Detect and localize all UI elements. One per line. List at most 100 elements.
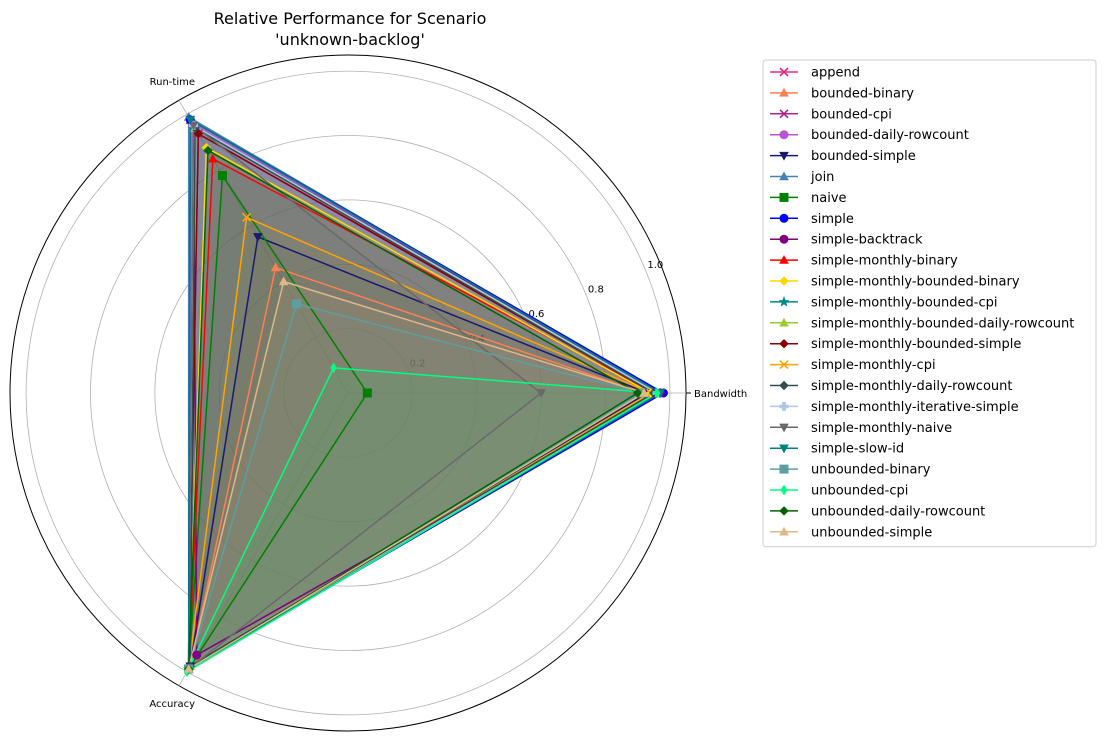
marker-unbounded-cpi-run-time — [330, 362, 337, 374]
legend-marker-simple-monthly-binary — [779, 255, 789, 264]
legend-marker-simple-monthly-bounded-binary — [779, 276, 789, 286]
legend-marker-simple-monthly-daily-rowcount — [779, 380, 789, 391]
r-tick-label-2: 0.6 — [528, 309, 544, 320]
legend-marker-simple — [779, 213, 789, 223]
legend-marker-unbounded-simple — [779, 526, 789, 536]
series-fill-unbounded-daily-rowcount — [188, 150, 638, 669]
legend-label-unbounded-daily-rowcount: unbounded-daily-rowcount — [811, 504, 985, 519]
legend-label-join: join — [810, 170, 834, 185]
series-fill-unbounded-binary — [188, 303, 641, 669]
series-fill-simple-monthly-bounded-simple — [188, 133, 654, 669]
series-fill-bounded-binary — [190, 267, 645, 667]
series-fill-unbounded-cpi — [187, 367, 658, 672]
legend-label-simple-monthly-bounded-binary: simple-monthly-bounded-binary — [811, 275, 1020, 290]
marker-simple-monthly-cpi-run-time — [242, 212, 252, 222]
series-lines — [186, 116, 665, 673]
legend-label-bounded-simple: bounded-simple — [811, 149, 916, 164]
series-fill-naive — [188, 175, 368, 669]
series-fill-simple-monthly-bounded-daily-rowcount — [188, 128, 658, 669]
series-markers — [183, 111, 668, 678]
legend-marker-simple-monthly-bounded-cpi — [778, 296, 790, 307]
series-fill-simple-monthly-bounded-cpi — [188, 125, 658, 669]
r-tick-label-0: 0.2 — [409, 358, 425, 369]
legend-label-bounded-cpi: bounded-cpi — [811, 107, 892, 122]
series-line-unbounded-daily-rowcount — [187, 149, 639, 670]
legend-frame — [762, 59, 1097, 548]
r-tick-label-1: 0.4 — [469, 334, 485, 345]
legend-marker-simple-monthly-bounded-daily-rowcount — [779, 317, 789, 327]
series-fill-unbounded-simple — [188, 281, 645, 669]
legend-label-naive: naive — [811, 191, 847, 206]
marker-bounded-binary-run-time — [270, 262, 281, 272]
legend-label-unbounded-simple: unbounded-simple — [811, 525, 932, 540]
legend-label-unbounded-binary: unbounded-binary — [811, 463, 931, 478]
legend-marker-simple-monthly-cpi — [779, 360, 789, 370]
legend-marker-append — [779, 67, 789, 77]
marker-unbounded-cpi-bandwidth — [653, 387, 661, 399]
legend-marker-simple-slow-id — [779, 444, 789, 454]
series-fill-bounded-daily-rowcount — [188, 122, 661, 669]
series-line-simple-monthly-daily-rowcount — [189, 127, 655, 667]
marker-unbounded-simple-accuracy — [183, 663, 194, 673]
series-line-unbounded-cpi — [186, 367, 658, 673]
series-fill-simple-monthly-iterative-simple — [188, 125, 658, 669]
legend-marker-join — [779, 171, 789, 181]
legend-label-simple-slow-id: simple-slow-id — [811, 442, 904, 457]
series-fills — [187, 117, 664, 672]
legend-label-simple-monthly-binary: simple-monthly-binary — [811, 254, 958, 269]
legend-marker-unbounded-daily-rowcount — [779, 506, 789, 516]
legend-label-simple-monthly-bounded-simple: simple-monthly-bounded-simple — [811, 337, 1021, 352]
legend-label-simple: simple — [811, 212, 854, 227]
legend-marker-simple-monthly-bounded-simple — [779, 338, 789, 349]
legend-label-simple-monthly-daily-rowcount: simple-monthly-daily-rowcount — [811, 379, 1012, 394]
legend-marker-unbounded-binary — [779, 464, 789, 474]
legend: appendbounded-binarybounded-cpibounded-d… — [762, 59, 1097, 548]
legend-label-append: append — [811, 66, 860, 81]
legend-label-simple-backtrack: simple-backtrack — [811, 233, 923, 248]
marker-naive-run-time — [217, 171, 227, 181]
marker-simple-monthly-bounded-simple-run-time — [193, 129, 204, 139]
series-line-unbounded-binary — [187, 303, 642, 670]
legend-label-simple-monthly-iterative-simple: simple-monthly-iterative-simple — [811, 400, 1019, 415]
chart-title-line-2: 'unknown-backlog' — [275, 30, 425, 49]
legend-marker-bounded-cpi — [779, 109, 789, 119]
legend-marker-simple-monthly-iterative-simple — [779, 401, 789, 411]
marker-simple-backtrack-accuracy — [192, 650, 202, 660]
marker-unbounded-binary-run-time — [291, 299, 301, 309]
legend-label-simple-monthly-cpi: simple-monthly-cpi — [811, 358, 936, 373]
series-fill-bounded-cpi — [188, 133, 658, 669]
legend-marker-bounded-binary — [779, 87, 789, 97]
series-fill-simple-monthly-cpi — [188, 217, 651, 669]
marker-unbounded-daily-rowcount-run-time — [203, 145, 213, 156]
series-fill-simple-monthly-binary — [188, 158, 654, 669]
series-fill-simple-monthly-daily-rowcount — [190, 128, 654, 667]
marker-unbounded-simple-bandwidth — [639, 387, 650, 397]
r-tick-label-3: 0.8 — [588, 284, 604, 295]
marker-simple-monthly-naive-bandwidth — [536, 389, 546, 399]
legend-label-simple-monthly-bounded-cpi: simple-monthly-bounded-cpi — [811, 295, 997, 310]
series-fill-bounded-simple — [190, 236, 648, 667]
marker-bounded-simple-run-time — [253, 233, 263, 242]
legend-label-unbounded-cpi: unbounded-cpi — [811, 484, 908, 499]
legend-label-simple-monthly-naive: simple-monthly-naive — [811, 421, 952, 436]
series-line-simple-monthly-naive — [187, 124, 542, 670]
series-line-simple-monthly-bounded-simple — [187, 132, 655, 670]
axis-label-bandwidth: Bandwidth — [694, 389, 747, 400]
marker-simple-monthly-naive-run-time — [188, 121, 199, 131]
marker-unbounded-daily-rowcount-bandwidth — [633, 388, 643, 398]
legend-marker-bounded-simple — [779, 151, 789, 161]
marker-unbounded-simple-run-time — [278, 276, 289, 286]
legend-marker-bounded-daily-rowcount — [779, 130, 789, 140]
axis-label-run-time: Run-time — [150, 77, 195, 88]
legend-marker-unbounded-cpi — [780, 484, 788, 496]
marker-simple-slow-id-run-time — [185, 116, 196, 125]
legend-marker-simple-backtrack — [779, 234, 789, 244]
legend-marker-naive — [779, 192, 789, 202]
spoke-2 — [178, 392, 349, 686]
marker-simple-monthly-binary-run-time — [207, 153, 218, 163]
axis-label-accuracy: Accuracy — [149, 699, 195, 710]
r-tick-label-4: 1.0 — [647, 260, 663, 271]
legend-label-bounded-daily-rowcount: bounded-daily-rowcount — [811, 128, 969, 143]
